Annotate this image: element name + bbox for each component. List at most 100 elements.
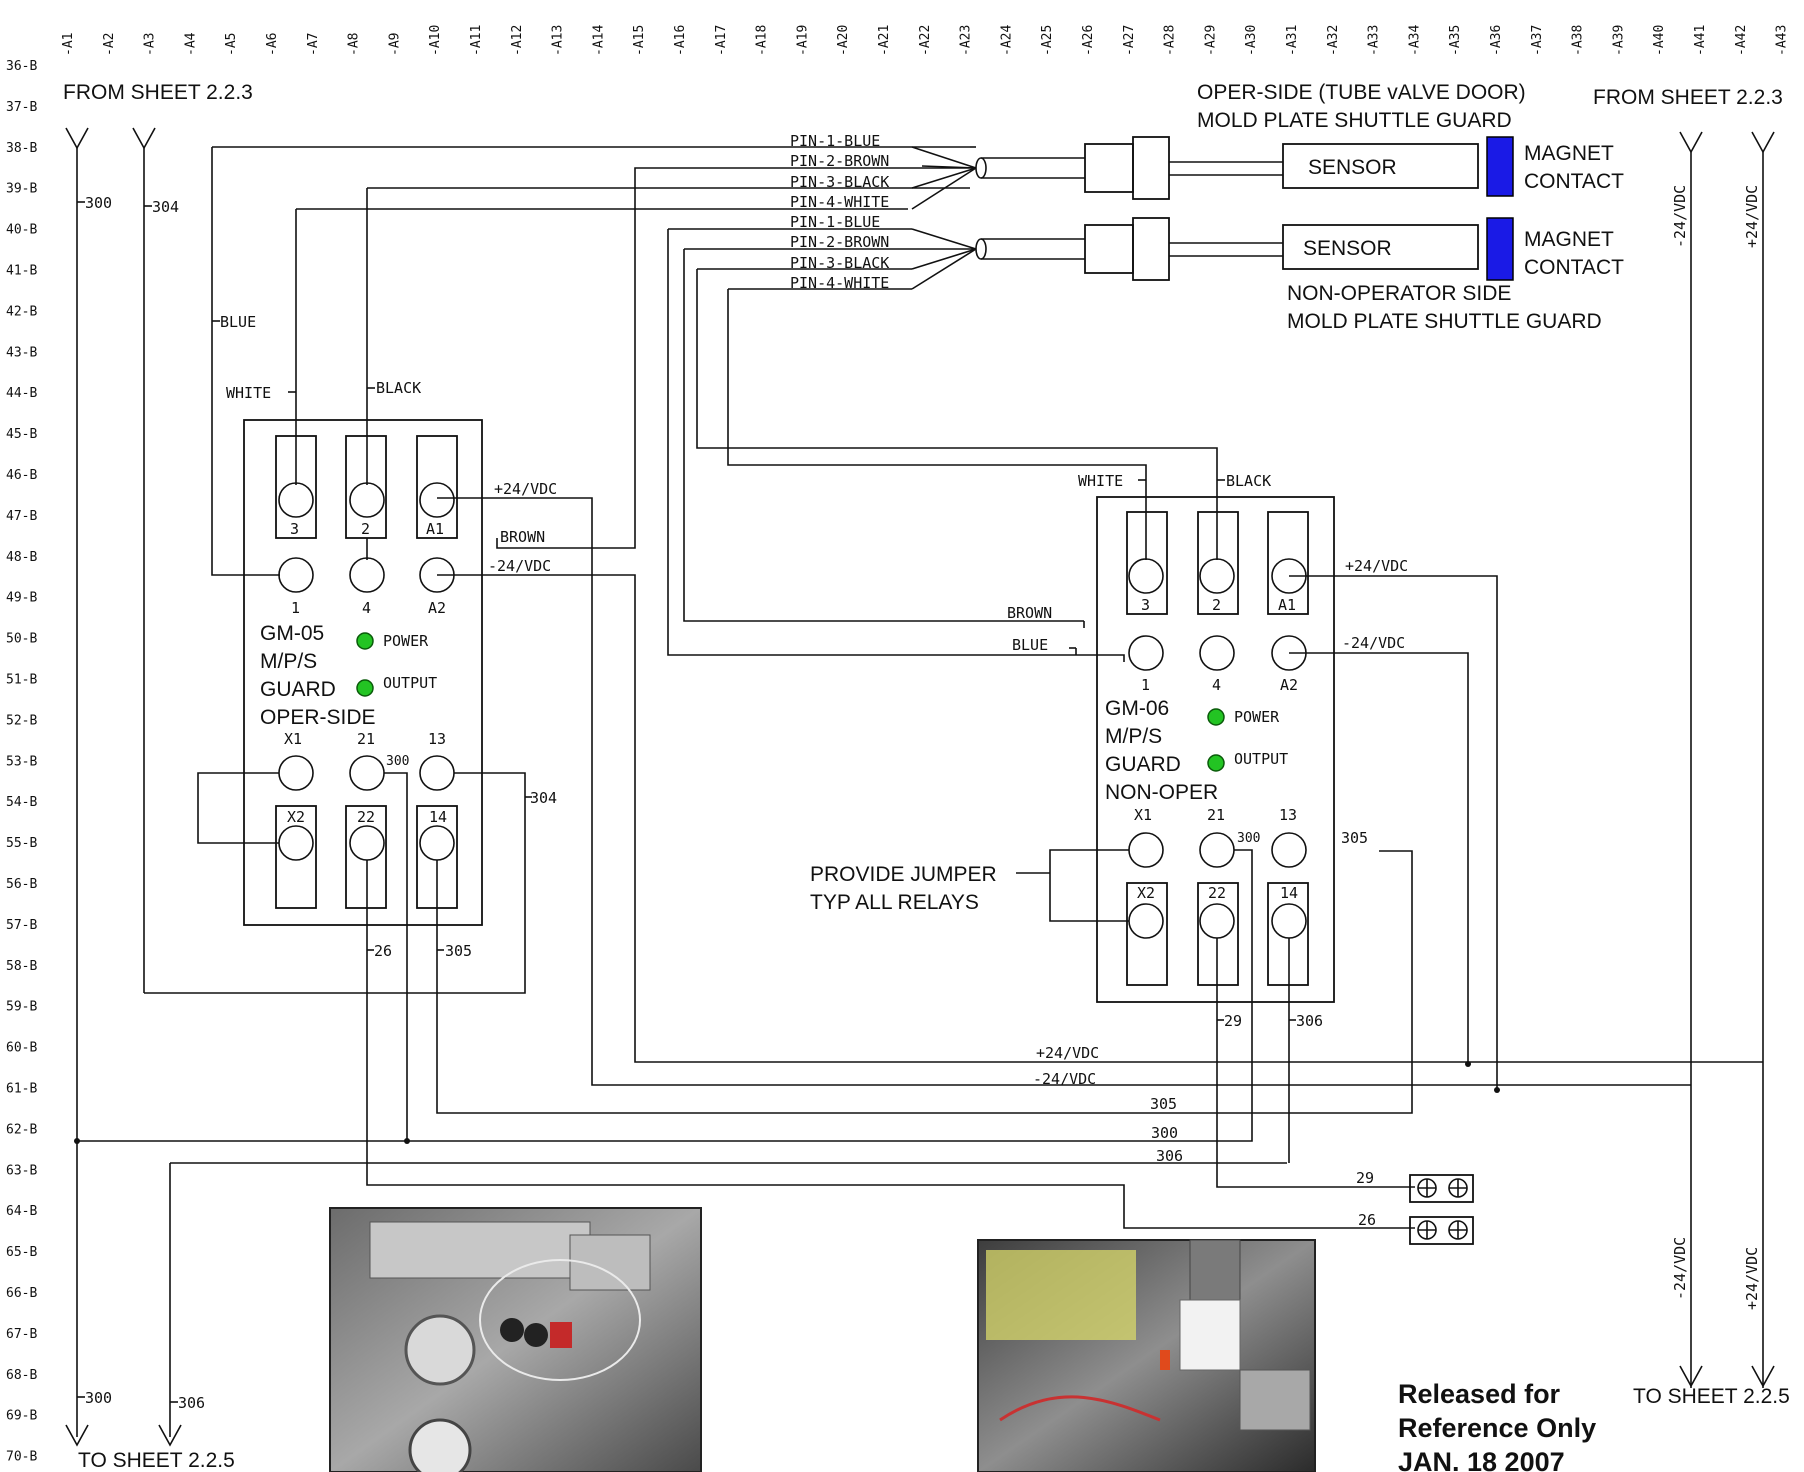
gm06-t2: 2	[1212, 596, 1221, 614]
column-label: -A27	[1122, 25, 1137, 56]
w29-terminal: 29	[1356, 1169, 1374, 1187]
column-label: -A26	[1081, 25, 1096, 56]
column-label: -A33	[1367, 25, 1382, 56]
neg24-right-top: -24/VDC	[1671, 185, 1689, 248]
column-label: -A6	[265, 33, 280, 56]
row-label: 59-B	[6, 1000, 37, 1015]
neg24-right-bottom: -24/VDC	[1671, 1237, 1689, 1300]
to-sheet-label-right: TO SHEET 2.2.5	[1633, 1385, 1790, 1408]
gm05-tA1: A1	[426, 520, 444, 538]
gm06-power-led	[1207, 708, 1225, 726]
sensor-non-oper	[1282, 224, 1479, 270]
column-label: -A8	[347, 33, 362, 56]
column-label: -A16	[673, 25, 688, 56]
gm05-power-led	[356, 632, 374, 650]
bus-306-left: 306	[158, 1162, 1287, 1447]
gm06-t22: 22	[1208, 884, 1226, 902]
row-label: 63-B	[6, 1163, 37, 1178]
gm05-t21: 21	[357, 730, 375, 748]
column-label: -A12	[510, 25, 525, 56]
wires-non-oper: BROWN BLUE WHITE BLACK +24/VDC -24/VDC	[667, 229, 1498, 1090]
w26-terminal: 26	[1358, 1211, 1376, 1229]
magnet-contact-oper	[1486, 136, 1514, 197]
oper-side-title: OPER-SIDE (TUBE vALVE DOOR)	[1197, 81, 1526, 104]
column-label: -A5	[224, 33, 239, 56]
pos24-gm06: +24/VDC	[1345, 557, 1408, 575]
bus-304-left: 304	[132, 127, 179, 993]
wire-black-oper: BLACK	[376, 379, 421, 397]
gm06-t3: 3	[1141, 596, 1150, 614]
relay-gm05: 3 2 A1 1 4 A2 GM-05 M/P/S GUARD OPER-SID…	[144, 419, 1415, 1229]
column-label: -A40	[1652, 25, 1667, 56]
jumper-note-2: TYP ALL RELAYS	[810, 891, 979, 914]
gm05-output-led	[356, 679, 374, 697]
wire-label-300-bottom: 300	[85, 1389, 112, 1407]
column-label: -A39	[1611, 25, 1626, 56]
from-sheet-label-left: FROM SHEET 2.2.3	[63, 81, 253, 104]
gm05-name: GM-05	[260, 622, 324, 645]
wire-label-304-top: 304	[152, 198, 179, 216]
gm05-300: 300	[386, 754, 409, 769]
column-label: -A31	[1285, 25, 1300, 56]
pin2-brown-oper: PIN-2-BROWN	[790, 152, 889, 170]
row-ruler: 36-B37-B38-B39-B40-B41-B42-B43-B44-B45-B…	[6, 59, 37, 1465]
column-label: -A28	[1163, 25, 1178, 56]
row-label: 43-B	[6, 345, 37, 360]
gm05-26: 26	[374, 942, 392, 960]
neg24-bottom: -24/VDC	[1033, 1070, 1096, 1088]
gm05-t4: 4	[362, 599, 371, 617]
column-label: -A25	[1040, 25, 1055, 56]
wire-brown-non-oper: BROWN	[1007, 604, 1052, 622]
photo-non-oper-side	[977, 1239, 1316, 1472]
row-label: 46-B	[6, 468, 37, 483]
column-ruler: -A1-A2-A3-A4-A5-A6-A7-A8-A9-A10-A11-A12-…	[61, 25, 1790, 56]
magnet-non-oper-label-2: CONTACT	[1524, 256, 1624, 279]
row-label: 44-B	[6, 386, 37, 401]
column-label: -A38	[1571, 25, 1586, 56]
released-line-1: Released for	[1398, 1379, 1561, 1409]
row-label: 52-B	[6, 713, 37, 728]
pin4-white-non-oper: PIN-4-WHITE	[790, 274, 889, 292]
sensor-connector-non-oper	[1084, 224, 1134, 274]
gm05-t1: 1	[291, 599, 300, 617]
sensor-oper-label: SENSOR	[1308, 156, 1397, 179]
row-label: 57-B	[6, 918, 37, 933]
gm06-t14: 14	[1280, 884, 1298, 902]
wire-white-oper: WHITE	[226, 384, 271, 402]
column-label: -A29	[1203, 25, 1218, 56]
w305-bottom: 305	[1150, 1095, 1177, 1113]
wire-black-non-oper: BLACK	[1226, 472, 1271, 490]
magnet-contact-non-oper	[1486, 217, 1514, 281]
wires-oper: BLUE WHITE BLACK BROWN +24/VDC -24/VDC	[211, 147, 1137, 1086]
gm05-output: OUTPUT	[383, 674, 437, 692]
pos24-gm05: +24/VDC	[494, 480, 557, 498]
column-label: -A30	[1244, 25, 1259, 56]
row-label: 42-B	[6, 304, 37, 319]
column-label: -A20	[836, 25, 851, 56]
pos24-bottom: +24/VDC	[1036, 1044, 1099, 1062]
gm05-line4: OPER-SIDE	[260, 706, 376, 729]
gm06-tX1: X1	[1134, 806, 1152, 824]
column-label: -A36	[1489, 25, 1504, 56]
released-line-3: JAN. 18 2007	[1398, 1447, 1565, 1472]
column-label: -A42	[1734, 25, 1749, 56]
pin3-black-non-oper: PIN-3-BLACK	[790, 254, 889, 272]
gm06-t21: 21	[1207, 806, 1225, 824]
gm06-t13: 13	[1279, 806, 1297, 824]
column-label: -A43	[1775, 25, 1790, 56]
gm06-tA2: A2	[1280, 676, 1298, 694]
row-label: 53-B	[6, 754, 37, 769]
gm05-tX1: X1	[284, 730, 302, 748]
magnet-non-oper-label-1: MAGNET	[1524, 228, 1614, 251]
row-label: 45-B	[6, 427, 37, 442]
gm06-29: 29	[1224, 1012, 1242, 1030]
gm05-power: POWER	[383, 632, 429, 650]
w306-bottom: 306	[1156, 1147, 1183, 1165]
row-label: 56-B	[6, 877, 37, 892]
gm06-306: 306	[1296, 1012, 1323, 1030]
non-oper-title: NON-OPERATOR SIDE	[1287, 282, 1511, 305]
gm06-t1: 1	[1141, 676, 1150, 694]
column-label: -A14	[591, 25, 606, 56]
row-label: 41-B	[6, 264, 37, 279]
